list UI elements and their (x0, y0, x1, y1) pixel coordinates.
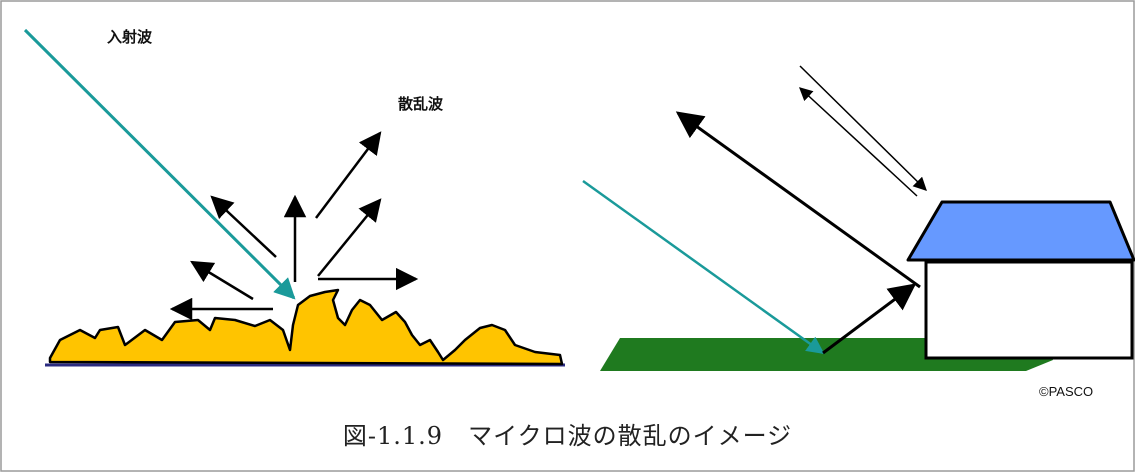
copyright-text: ©PASCO (1039, 384, 1094, 399)
incident-ray (23, 28, 296, 300)
thin-arrow-outgoing (799, 87, 918, 197)
scattered-wave-label: 散乱波 (398, 95, 444, 113)
scatter-arrow-upper-left (190, 260, 254, 301)
bounce-arrow-ground-wall (822, 283, 917, 355)
house-roof (906, 200, 1135, 262)
scatter-arrow-up-right-far (315, 131, 382, 219)
incident-wave-label: 入射波 (107, 28, 153, 46)
thin-arrow-incoming (799, 65, 927, 191)
scatter-arrow-up-left (210, 195, 277, 258)
backscatter-arrow (675, 111, 921, 289)
rough-surface (48, 288, 564, 366)
house-wall (924, 260, 1134, 360)
figure-caption: 図-1.1.9 マイクロ波の散乱のイメージ (342, 422, 793, 450)
scatter-arrow-up-right (317, 198, 382, 277)
incident-ray-house (582, 179, 825, 355)
